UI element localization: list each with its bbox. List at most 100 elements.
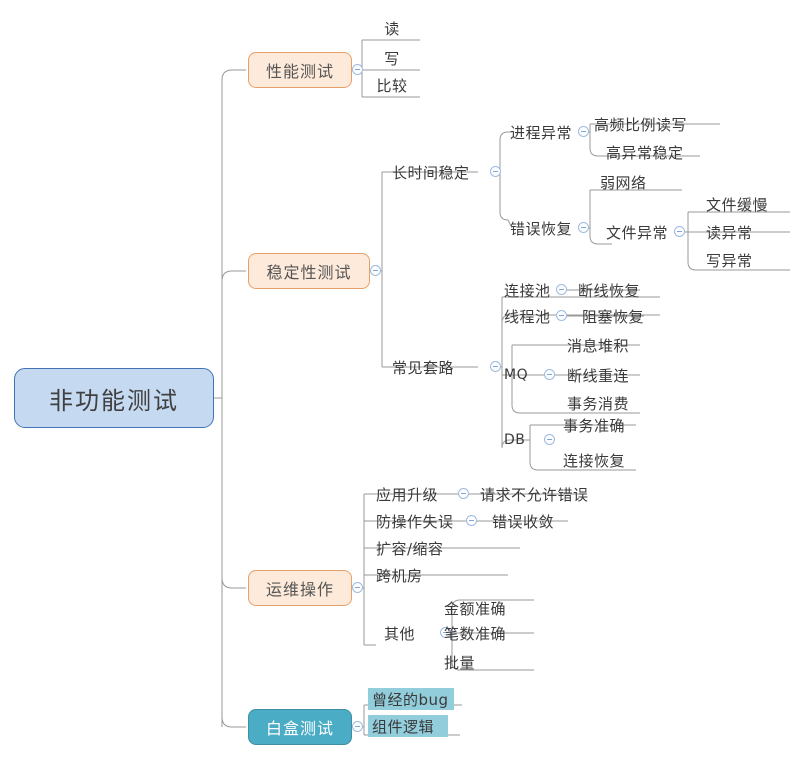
leaf-past-bug[interactable]: 曾经的bug (368, 688, 454, 710)
node-app-upgrade[interactable]: 应用升级 (376, 482, 452, 506)
branch-performance-label: 性能测试 (265, 62, 334, 81)
collapse-minus-icon-performance[interactable] (352, 64, 363, 75)
group-long-run[interactable]: 长时间稳定 (392, 160, 488, 184)
leaf-request-no-error[interactable]: 请求不允许错误 (480, 482, 590, 506)
collapse-minus-icon-common-patterns[interactable] (490, 361, 501, 372)
leaf-disconnect-recovery[interactable]: 断线恢复 (578, 278, 658, 302)
node-label: DB (504, 432, 526, 448)
branch-performance[interactable]: 性能测试 (248, 52, 352, 88)
node-label: MQ (504, 367, 529, 383)
leaf-label: 比较 (376, 76, 408, 95)
leaf-count-accurate[interactable]: 笔数准确 (444, 621, 534, 645)
leaf-file-slow[interactable]: 文件缓慢 (706, 192, 790, 216)
leaf-label: 消息堆积 (566, 336, 629, 355)
collapse-minus-icon-stability[interactable] (370, 265, 381, 276)
node-error-recovery[interactable]: 错误恢复 (510, 216, 578, 240)
leaf-label: 阻塞恢复 (582, 307, 645, 326)
collapse-minus-icon-long-run[interactable] (490, 166, 501, 177)
leaf-label: 事务准确 (562, 416, 625, 435)
leaf-label: 弱网络 (600, 173, 647, 192)
leaf-block-recovery[interactable]: 阻塞恢复 (582, 304, 662, 328)
collapse-minus-icon-mq[interactable] (544, 369, 555, 380)
node-process-exception[interactable]: 进程异常 (510, 120, 578, 144)
leaf-label: 曾经的bug (372, 690, 449, 709)
node-label: 线程池 (504, 307, 551, 326)
node-label: 连接池 (504, 281, 551, 300)
leaf-label: 断线重连 (566, 366, 629, 385)
collapse-minus-icon-connection-pool[interactable] (556, 284, 567, 295)
leaf-label: 写异常 (706, 251, 753, 270)
node-connection-pool[interactable]: 连接池 (504, 278, 560, 302)
node-label: 防操作失误 (376, 512, 454, 531)
node-label: 其他 (384, 624, 416, 643)
leaf-label: 连接恢复 (562, 451, 625, 470)
leaf-label: 断线恢复 (578, 281, 641, 300)
leaf-label: 高异常稳定 (606, 143, 684, 162)
collapse-minus-icon-operations[interactable] (352, 582, 363, 593)
node-label: 文件异常 (606, 223, 669, 242)
leaf-label: 错误收敛 (492, 512, 555, 531)
node-label: 进程异常 (510, 123, 573, 142)
branch-operations-label: 运维操作 (265, 580, 334, 599)
leaf-read-exception[interactable]: 读异常 (706, 220, 790, 244)
collapse-minus-icon-error-recovery[interactable] (578, 222, 589, 233)
leaf-label: 高频比例读写 (594, 115, 688, 134)
leaf-error-convergence[interactable]: 错误收敛 (492, 509, 576, 533)
collapse-minus-icon-app-upgrade[interactable] (458, 488, 469, 499)
node-cross-datacenter[interactable]: 跨机房 (376, 563, 476, 587)
leaf-label: 请求不允许错误 (480, 485, 589, 504)
branch-whitebox-label: 白盒测试 (265, 719, 334, 738)
leaf-label: 文件缓慢 (706, 195, 769, 214)
root-label: 非功能测试 (49, 386, 179, 415)
node-label: 跨机房 (376, 566, 423, 585)
node-file-exception[interactable]: 文件异常 (606, 220, 674, 244)
collapse-minus-icon-other[interactable] (440, 627, 451, 638)
leaf-batch[interactable]: 批量 (444, 650, 534, 674)
node-mq[interactable]: MQ (504, 363, 540, 387)
node-other[interactable]: 其他 (384, 621, 440, 645)
leaf-label: 读异常 (706, 223, 753, 242)
collapse-minus-icon-process-exception[interactable] (578, 126, 589, 137)
branch-stability-label: 稳定性测试 (266, 263, 352, 282)
node-db[interactable]: DB (504, 428, 540, 452)
collapse-minus-icon-prevent-misoperation[interactable] (466, 515, 477, 526)
node-thread-pool[interactable]: 线程池 (504, 304, 560, 328)
leaf-label: 批量 (444, 653, 476, 672)
leaf-label: 写 (384, 49, 400, 68)
leaf-label: 金额准确 (444, 599, 507, 618)
leaf-write-exception[interactable]: 写异常 (706, 248, 790, 272)
leaf-label: 组件逻辑 (372, 717, 435, 736)
leaf-connection-recovery[interactable]: 连接恢复 (552, 448, 636, 472)
leaf-weak-network[interactable]: 弱网络 (600, 170, 680, 194)
group-common-patterns[interactable]: 常见套路 (392, 355, 488, 379)
leaf-transaction-consume[interactable]: 事务消费 (556, 391, 640, 415)
leaf-perf-compare[interactable]: 比较 (364, 73, 420, 97)
node-label: 应用升级 (376, 485, 439, 504)
branch-operations[interactable]: 运维操作 (248, 570, 352, 606)
branch-stability[interactable]: 稳定性测试 (248, 253, 370, 289)
leaf-amount-accurate[interactable]: 金额准确 (444, 596, 534, 620)
branch-whitebox[interactable]: 白盒测试 (248, 709, 352, 745)
leaf-high-freq-rw[interactable]: 高频比例读写 (594, 112, 724, 136)
collapse-minus-icon-file-exception[interactable] (674, 226, 685, 237)
leaf-perf-write[interactable]: 写 (364, 46, 420, 70)
group-label: 常见套路 (392, 358, 455, 377)
leaf-message-backlog[interactable]: 消息堆积 (556, 333, 640, 357)
collapse-minus-icon-whitebox[interactable] (352, 721, 363, 732)
leaf-label: 笔数准确 (444, 624, 507, 643)
collapse-minus-icon-thread-pool[interactable] (556, 310, 567, 321)
collapse-minus-icon-db[interactable] (544, 434, 555, 445)
node-label: 错误恢复 (510, 219, 573, 238)
leaf-label: 读 (384, 19, 400, 38)
leaf-perf-read[interactable]: 读 (364, 16, 420, 40)
leaf-high-exception-stable[interactable]: 高异常稳定 (606, 140, 716, 164)
leaf-transaction-accurate[interactable]: 事务准确 (552, 413, 636, 437)
node-scale-up-down[interactable]: 扩容/缩容 (376, 536, 476, 560)
root-node[interactable]: 非功能测试 (14, 368, 214, 428)
node-label: 扩容/缩容 (376, 539, 444, 558)
leaf-label: 事务消费 (566, 394, 629, 413)
node-prevent-misoperation[interactable]: 防操作失误 (376, 509, 460, 533)
leaf-reconnect[interactable]: 断线重连 (556, 363, 640, 387)
leaf-component-logic[interactable]: 组件逻辑 (368, 715, 448, 737)
